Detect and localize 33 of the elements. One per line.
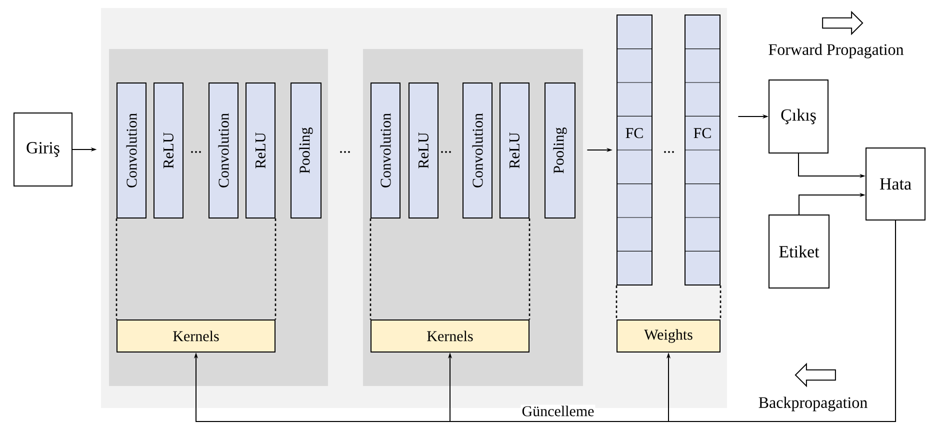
parameter-box: Kernels	[370, 320, 530, 352]
layer-box: Convolution	[462, 82, 492, 218]
process-box: Çıkış	[768, 80, 829, 154]
layer-box: Convolution	[116, 82, 146, 218]
caption-text: Backpropagation	[758, 396, 868, 412]
process-box: Etiket	[768, 214, 830, 288]
ellipsis: ...	[191, 151, 201, 153]
layer-box: ReLU	[408, 82, 438, 218]
dashed-line	[720, 286, 722, 320]
arrow	[666, 220, 896, 422]
dashed-line	[116, 218, 118, 320]
layer-box: ReLU	[154, 82, 184, 218]
caption-text: Forward Propagation	[768, 44, 904, 58]
dashed-line	[528, 218, 530, 320]
dashed-line	[616, 286, 618, 320]
layer-box: ReLU	[246, 82, 276, 218]
parameter-box: Kernels	[116, 320, 276, 352]
fc-layer-column: FC	[684, 14, 720, 286]
ellipsis: ...	[340, 151, 350, 153]
dashed-line	[370, 218, 372, 320]
layer-box: Pooling	[290, 82, 322, 218]
layer-box: Pooling	[544, 82, 576, 218]
ellipsis: ...	[441, 151, 451, 153]
process-box: Hata	[866, 148, 926, 220]
fc-layer-column: FC	[616, 14, 652, 286]
ellipsis: ...	[664, 151, 674, 153]
edge-label: Güncelleme	[520, 404, 596, 418]
dashed-line	[274, 218, 276, 320]
process-box: Giriş	[14, 112, 72, 186]
layer-box: Convolution	[208, 82, 238, 218]
layer-box: Convolution	[370, 82, 400, 218]
parameter-box: Weights	[616, 320, 720, 352]
layer-box: ReLU	[500, 82, 530, 218]
